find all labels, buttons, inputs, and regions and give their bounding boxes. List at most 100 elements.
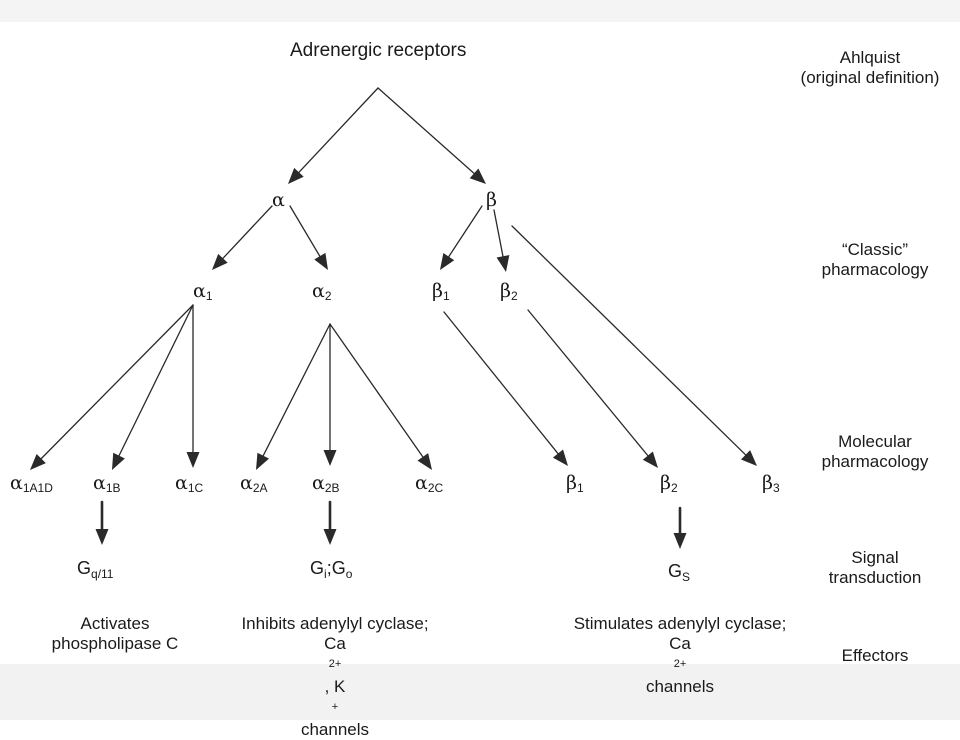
level-molecular-line2: pharmacology [821, 452, 929, 471]
node-beta3-molecular-sub: 3 [772, 481, 780, 495]
level-classic: “Classic” pharmacology [780, 240, 960, 280]
node-alpha2b-greek: α [312, 472, 325, 494]
node-beta1-molecular-sub: 1 [576, 481, 584, 495]
gprotein-gs: GS [668, 561, 690, 587]
top-margin-band [0, 0, 960, 22]
arrow-beta-to-beta2-head [496, 255, 510, 272]
node-beta1-sub: 1 [442, 289, 450, 303]
arrow-alpha1-to-alpha1c [186, 304, 200, 468]
arrow-root-to-beta-head [469, 168, 486, 184]
arrow-alpha2-to-alpha2a-head [256, 452, 270, 470]
arrow-beta1-to-beta1-molecular-head [552, 449, 568, 466]
ion-calcium-stim-charge: 2+ [673, 658, 687, 670]
node-alpha2a: α2A [240, 473, 268, 498]
node-alpha-greek: α [272, 189, 285, 211]
level-signal-line1: Signal [851, 548, 899, 567]
arrow-alpha2-to-alpha2b-head [323, 450, 337, 466]
effector-plc: Activates phospholipase C [20, 614, 210, 654]
root-label: Adrenergic receptors [290, 40, 467, 61]
arrow-alpha2-to-alpha2c [329, 323, 432, 470]
node-beta2-greek: β [500, 280, 511, 302]
node-beta2: β2 [500, 281, 518, 306]
arrow-beta1-to-beta1-molecular-shaft [443, 311, 559, 455]
ion-calcium: Ca [324, 634, 346, 653]
node-alpha1a1d: α1A1D [10, 473, 53, 498]
effector-stimulates: Stimulates adenylyl cyclase; Ca 2+ channe… [545, 614, 815, 697]
level-molecular-line1: Molecular [838, 432, 912, 451]
effector-stimulates-line1: Stimulates adenylyl cyclase; [573, 614, 787, 633]
gprotein-gq11-main: G [77, 558, 92, 578]
arrow-beta2-to-gs [673, 506, 687, 549]
arrow-alpha-to-alpha2 [289, 205, 328, 270]
arrow-beta2-to-gs-head [673, 533, 687, 549]
effector-stimulates-line2: Ca 2+ channels [545, 634, 815, 697]
node-beta1: β1 [432, 281, 450, 306]
node-beta: β [486, 190, 497, 211]
arrow-alpha1-to-alpha1a1d-head [30, 454, 46, 470]
level-signal-line2: transduction [828, 568, 922, 587]
node-alpha1b: α1B [93, 473, 121, 498]
gprotein-gs-sub: S [682, 570, 691, 584]
node-alpha2b-sub: 2B [324, 481, 340, 495]
arrow-root-to-alpha [288, 87, 379, 184]
arrow-alpha2-to-alpha2b [323, 323, 337, 466]
arrow-alpha1-to-alpha1b-shaft [118, 304, 194, 457]
level-classic-line1: “Classic” [841, 240, 909, 259]
level-effectors: Effectors [780, 646, 960, 666]
bottom-margin-band [0, 664, 960, 720]
level-molecular: Molecular pharmacology [780, 432, 960, 472]
node-alpha1c-greek: α [175, 472, 188, 494]
arrow-beta-to-beta1 [440, 205, 483, 270]
arrow-alpha-to-alpha1 [212, 205, 273, 270]
gprotein-gq11: Gq/11 [77, 558, 113, 584]
arrow-beta-to-beta2 [493, 209, 510, 272]
node-alpha2c-sub: 2C [427, 481, 444, 495]
arrow-root-to-alpha-shaft [298, 87, 379, 173]
channels-word: channels [300, 720, 370, 739]
node-alpha2b: α2B [312, 473, 340, 498]
node-beta2-molecular-sub: 2 [670, 481, 678, 495]
arrow-beta2-to-beta2-molecular [527, 309, 658, 468]
effector-inhibits-line1: Inhibits adenylyl cyclase; [241, 614, 429, 633]
arrow-alpha1-to-alpha1c-head [186, 452, 200, 468]
arrow-beta-to-beta3-shaft [511, 225, 747, 456]
arrow-alpha2-to-alpha2a [256, 323, 331, 470]
arrow-alpha1-to-alpha1b-head [112, 452, 125, 470]
node-beta-greek: β [486, 189, 497, 211]
gprotein-go-sub: o [345, 567, 353, 581]
arrow-alpha2-to-alpha2a-shaft [262, 323, 331, 457]
node-alpha1-sub: 1 [205, 289, 213, 303]
arrow-alpha1b-to-gq [95, 500, 109, 545]
node-alpha1a1d-sub: 1A1D [22, 481, 53, 495]
node-alpha2c-greek: α [415, 472, 428, 494]
arrow-beta1-to-beta1-molecular [443, 311, 568, 466]
arrow-alpha-to-alpha2-head [314, 252, 328, 270]
arrow-beta-to-beta2-shaft [493, 209, 504, 257]
node-alpha1b-greek: α [93, 472, 106, 494]
level-classic-line2: pharmacology [821, 260, 929, 279]
ion-calcium-stim: Ca [669, 634, 691, 653]
node-alpha2: α2 [312, 281, 332, 306]
node-beta1-molecular: β1 [566, 473, 584, 498]
node-alpha: α [272, 190, 285, 211]
arrow-alpha1b-to-gq-head [95, 529, 109, 545]
arrow-beta-to-beta1-shaft [448, 205, 483, 258]
node-beta2-molecular-greek: β [660, 472, 671, 494]
node-alpha1c: α1C [175, 473, 203, 498]
arrow-alpha-to-alpha1-head [212, 253, 228, 270]
arrow-beta-to-beta1-head [440, 253, 455, 270]
node-alpha2a-greek: α [240, 472, 253, 494]
node-alpha1: α1 [193, 281, 213, 306]
arrow-alpha2-to-alpha2c-head [417, 453, 432, 470]
level-ahlquist-line2: (original definition) [800, 68, 940, 87]
ion-potassium: , K [324, 677, 346, 696]
node-alpha2-sub: 2 [324, 289, 332, 303]
node-alpha2c: α2C [415, 473, 443, 498]
gprotein-go-main: G [331, 558, 346, 578]
node-alpha1a1d-greek: α [10, 472, 23, 494]
channels-word-stim: channels [645, 677, 715, 696]
node-alpha1b-sub: 1B [105, 481, 121, 495]
